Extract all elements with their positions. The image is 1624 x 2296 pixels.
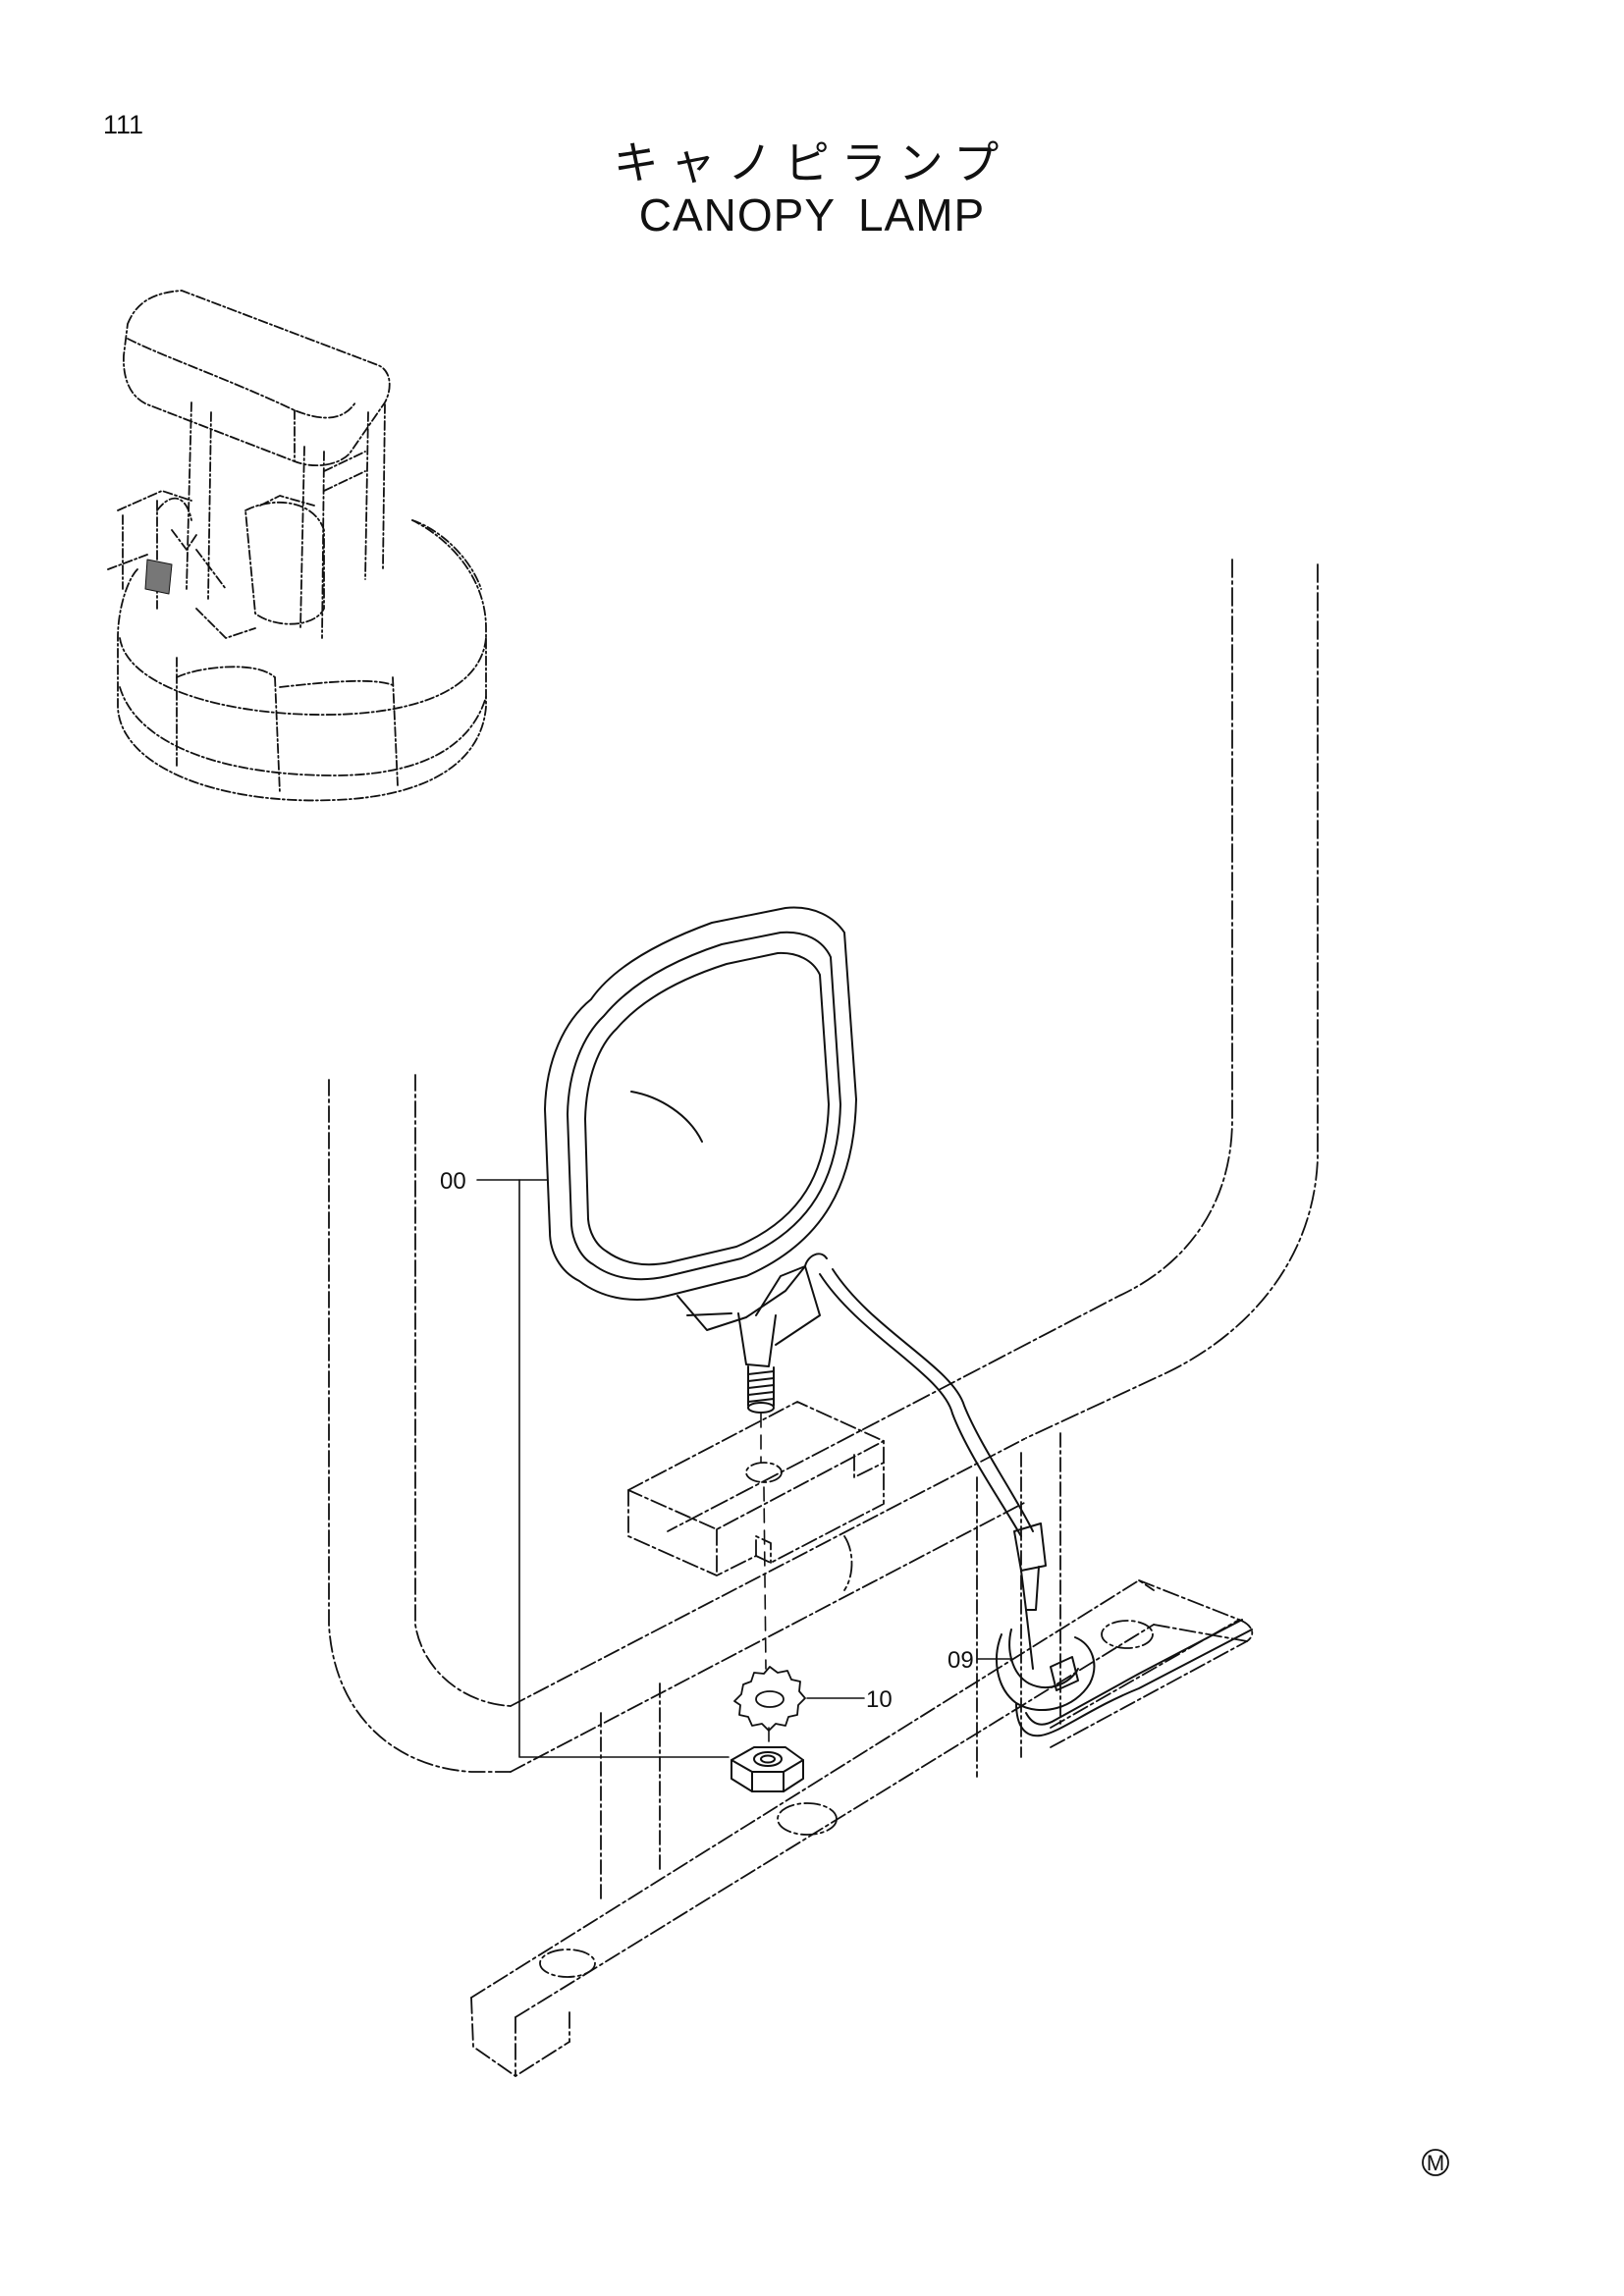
page-number: 111 <box>103 110 144 139</box>
callout-09: 09 <box>947 1647 974 1674</box>
canopy-tube-left <box>328 1074 512 1773</box>
circled-m-letter: M <box>1427 2151 1444 2175</box>
spacer-block <box>627 1401 885 1576</box>
wire-clamp-icon <box>996 1619 1253 1737</box>
canopy-lamp-icon <box>544 906 1047 1670</box>
excavator-canopy-overview-icon <box>107 290 487 802</box>
page-title-japanese: キャノピランプ <box>613 136 1011 189</box>
assembly-center-line <box>760 1413 770 1746</box>
horizontal-crossbar <box>510 1437 1027 1773</box>
circled-m-mark: M <box>1422 2149 1449 2176</box>
leader-lines <box>476 1179 1012 1758</box>
lock-washer-icon <box>733 1666 806 1732</box>
callout-00: 00 <box>440 1168 466 1195</box>
hex-nut-icon <box>731 1746 804 1792</box>
support-posts <box>600 1432 1061 1900</box>
canopy-tube-right <box>667 559 1319 1532</box>
mounting-bracket <box>470 1579 1254 2077</box>
callout-10: 10 <box>866 1686 893 1713</box>
page-title-english: CANOPY LAMP <box>638 189 986 240</box>
